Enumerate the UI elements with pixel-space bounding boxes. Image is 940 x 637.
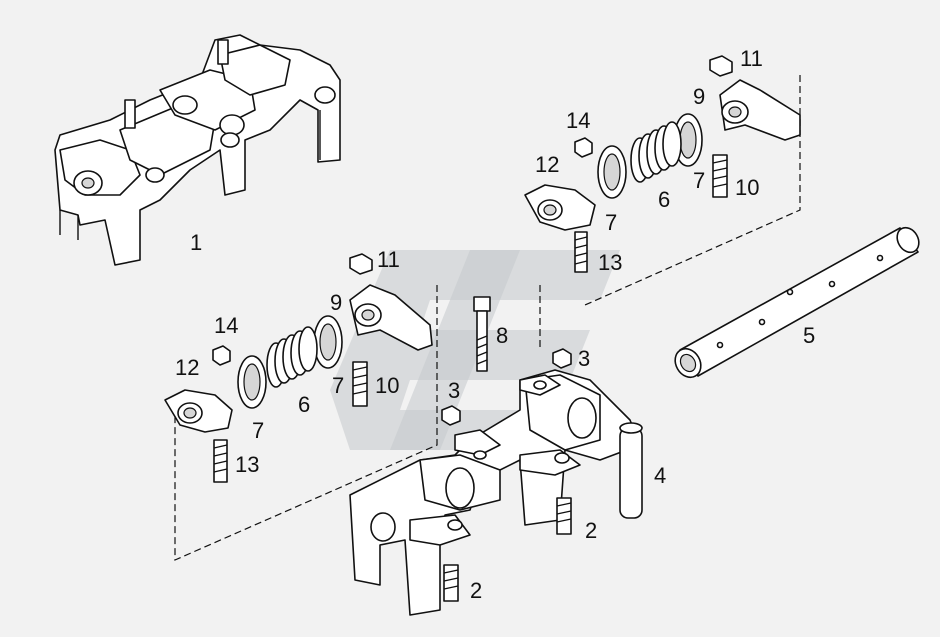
- rocker-group-lower: [164, 253, 438, 561]
- callout-7-upper-adjuster: 7: [693, 168, 705, 193]
- callout-labels: 1 2 2 3 3 4 5 6 6 7 7 7 7 8 9 9 10 10 11…: [175, 46, 815, 603]
- callout-14-upper: 14: [566, 108, 590, 133]
- callout-8: 8: [496, 323, 508, 348]
- callout-7-upper-washer: 7: [605, 210, 617, 235]
- spring-upper: [630, 121, 682, 183]
- callout-4: 4: [654, 463, 666, 488]
- nut-3-upper: [552, 348, 572, 369]
- callout-2-right: 2: [585, 518, 597, 543]
- callout-13-upper: 13: [598, 250, 622, 275]
- callout-1: 1: [190, 230, 202, 255]
- support-bracket: [349, 369, 643, 616]
- callout-12-lower: 12: [175, 355, 199, 380]
- callout-3-upper: 3: [578, 346, 590, 371]
- callout-6-upper: 6: [658, 187, 670, 212]
- callout-6-lower: 6: [298, 392, 310, 417]
- callout-7-lower-adjuster: 7: [332, 373, 344, 398]
- callout-3-lower: 3: [448, 378, 460, 403]
- callout-10-upper: 10: [735, 175, 759, 200]
- callout-13-lower: 13: [235, 452, 259, 477]
- callout-12-upper: 12: [535, 152, 559, 177]
- callout-14-lower: 14: [214, 313, 238, 338]
- callout-10-lower: 10: [375, 373, 399, 398]
- rocker-group-upper: [524, 55, 801, 350]
- spring-lower: [266, 326, 318, 388]
- rocker-shaft: [674, 226, 920, 379]
- callout-7-lower-washer: 7: [252, 418, 264, 443]
- long-bolt: [473, 296, 491, 372]
- callout-11-lower: 11: [377, 247, 400, 272]
- nut-3-lower: [441, 405, 461, 426]
- callout-2-left: 2: [470, 578, 482, 603]
- callout-9-upper: 9: [693, 84, 705, 109]
- rocker-assembly-complete: [54, 34, 341, 266]
- bolt-2-right: [556, 497, 572, 535]
- callout-9-lower: 9: [330, 290, 342, 315]
- callout-5: 5: [803, 323, 815, 348]
- bolt-2-left: [443, 564, 459, 602]
- callout-11-upper: 11: [740, 46, 763, 71]
